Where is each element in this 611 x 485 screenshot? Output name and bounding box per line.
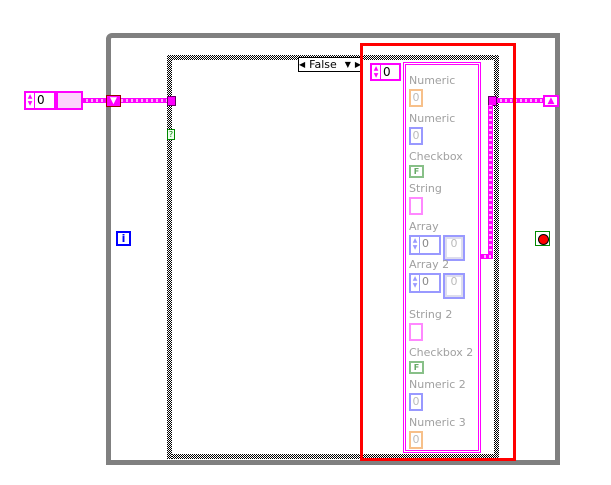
cluster-item-label: Array [409, 220, 439, 233]
case-selector-value: False [309, 58, 337, 71]
numeric-constant[interactable]: 0 [409, 393, 423, 411]
spinner-icon[interactable]: ▲▼ [411, 275, 420, 291]
index-value: 0 [37, 93, 45, 107]
highlight-box [360, 43, 516, 461]
cluster-item-label: String 2 [409, 308, 453, 321]
case-structure-border-left [167, 55, 172, 459]
shift-register-left-icon[interactable]: ▼ [106, 95, 121, 107]
spinner-icon[interactable]: ▲▼ [372, 65, 381, 79]
cluster-item-label: Checkbox [409, 150, 463, 163]
stop-icon [538, 234, 549, 245]
case-structure-border-right [494, 55, 499, 459]
array-index-value: 0 [422, 237, 429, 250]
cluster-index-control[interactable]: ▲▼ 0 [24, 91, 56, 110]
cluster-constant-icon[interactable] [56, 91, 83, 110]
spinner-icon[interactable]: ▲▼ [411, 237, 420, 253]
shift-register-right-icon[interactable]: ▲ [543, 95, 559, 107]
increment-arrow-icon[interactable]: ▶ [354, 60, 361, 69]
cluster-item-label: Numeric 3 [409, 416, 466, 429]
decrement-arrow-icon[interactable]: ◀ [299, 60, 306, 69]
numeric-constant[interactable]: 0 [409, 89, 423, 107]
cluster-wire-out [497, 98, 544, 103]
case-structure-border-bottom [167, 454, 499, 459]
cluster-wire-internal [488, 105, 493, 259]
cluster-item-label: String [409, 182, 442, 195]
cluster-item-label: Numeric 2 [409, 378, 466, 391]
while-loop[interactable] [106, 33, 560, 465]
array-index-value: 0 [422, 275, 429, 288]
dropdown-arrow-icon[interactable]: ▼ [344, 60, 351, 69]
string-constant[interactable] [409, 323, 423, 341]
numeric-constant[interactable]: 0 [409, 127, 423, 145]
array-index[interactable]: ▲▼0 [409, 235, 441, 255]
cluster-item-label: Numeric [409, 74, 456, 87]
checkbox-constant[interactable]: F [409, 165, 424, 178]
string-constant[interactable] [409, 197, 423, 215]
cluster-constant[interactable] [403, 62, 481, 453]
input-tunnel [167, 96, 176, 106]
cluster-item-label: Checkbox 2 [409, 346, 474, 359]
cluster-item-label: Numeric [409, 112, 456, 125]
unbundle-index-constant[interactable]: ▲▼ 0 [370, 63, 401, 81]
iteration-terminal: i [116, 231, 131, 246]
array-element[interactable]: 0 [443, 235, 465, 261]
index-value: 0 [383, 65, 391, 79]
case-selector-terminal[interactable]: ? [167, 129, 175, 140]
array-index[interactable]: ▲▼0 [409, 273, 441, 293]
case-selector[interactable]: ◀ False ▼ ▶ [298, 57, 362, 72]
checkbox-constant[interactable]: F [409, 361, 424, 374]
numeric-constant[interactable]: 0 [409, 431, 423, 449]
array-element[interactable]: 0 [443, 273, 465, 299]
cluster-wire-in [83, 98, 173, 103]
cluster-wire-stub [481, 254, 493, 259]
spinner-icon[interactable]: ▲▼ [26, 93, 35, 108]
stop-terminal[interactable] [535, 231, 550, 246]
cluster-item-label: Array 2 [409, 258, 450, 271]
